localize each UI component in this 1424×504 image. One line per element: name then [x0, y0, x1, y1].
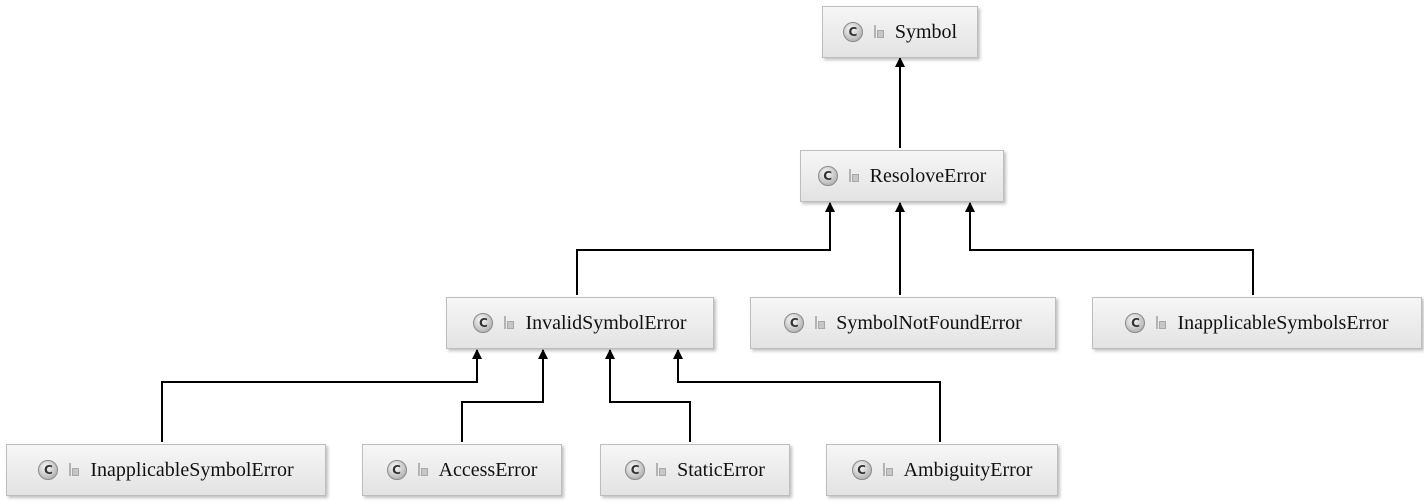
node-resolove-error[interactable]: C ResoloveError	[800, 150, 1004, 202]
class-icon: C	[1125, 313, 1146, 333]
node-label: InvalidSymbolError	[525, 311, 687, 334]
node-inapplicable-symbol-error[interactable]: C InapplicableSymbolError	[6, 444, 326, 496]
node-label: AccessError	[438, 458, 538, 481]
node-access-error[interactable]: C AccessError	[362, 444, 562, 496]
node-label: Symbol	[894, 20, 958, 43]
edge-invalid-symbol-error-to-resolve-error	[576, 202, 835, 295]
edge-access-error-to-invalid-symbol-error	[461, 349, 548, 442]
class-icon: C	[625, 460, 646, 480]
class-icon: C	[817, 166, 838, 186]
edge-static-error-to-invalid-symbol-error	[605, 349, 691, 442]
node-inapplicable-symbols-error[interactable]: C InapplicableSymbolsError	[1092, 297, 1422, 349]
class-icon: C	[784, 313, 805, 333]
package-icon	[810, 316, 826, 330]
edge-ambiguity-error-to-invalid-symbol-error	[673, 349, 941, 442]
class-icon: C	[842, 22, 863, 42]
node-invalid-symbol-error[interactable]: C InvalidSymbolError	[446, 297, 714, 349]
edge-inapplicable-symbol-error-to-invalid-symbol-error	[161, 349, 482, 442]
package-icon	[499, 316, 515, 330]
node-static-error[interactable]: C StaticError	[600, 444, 790, 496]
node-label: AmbiguityError	[903, 458, 1033, 481]
node-label: SymbolNotFoundError	[836, 311, 1022, 334]
package-icon	[1151, 316, 1167, 330]
class-icon: C	[851, 460, 872, 480]
package-icon	[844, 169, 860, 183]
edge-inapplicable-symbols-error-to-resolve-error	[965, 202, 1254, 295]
node-label: InapplicableSymbolError	[90, 458, 294, 481]
node-ambiguity-error[interactable]: C AmbiguityError	[826, 444, 1058, 496]
package-icon	[869, 25, 885, 39]
package-icon	[413, 463, 429, 477]
node-symbol[interactable]: C Symbol	[822, 6, 978, 58]
class-icon: C	[473, 313, 494, 333]
node-label: StaticError	[677, 458, 765, 481]
node-symbol-not-found-error[interactable]: C SymbolNotFoundError	[750, 297, 1056, 349]
package-icon	[651, 463, 667, 477]
package-icon	[64, 463, 80, 477]
package-icon	[878, 463, 894, 477]
class-icon: C	[38, 460, 59, 480]
node-label: ResoloveError	[869, 164, 987, 187]
node-label: InapplicableSymbolsError	[1177, 311, 1389, 334]
class-icon: C	[386, 460, 407, 480]
